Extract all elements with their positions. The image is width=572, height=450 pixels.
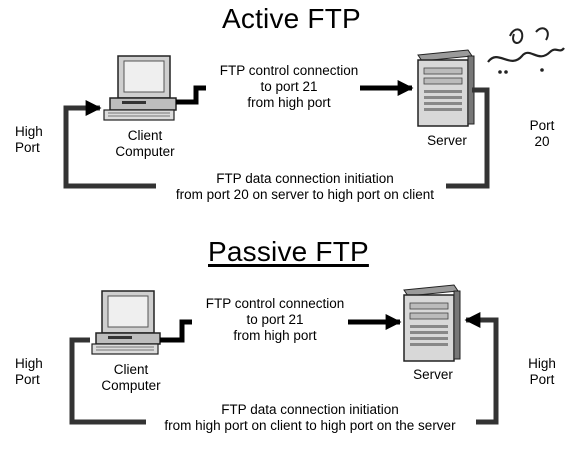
active-data-text: FTP data connection initiation from port…	[175, 171, 435, 202]
active-right-port-label: Port 20	[529, 118, 555, 149]
passive-server-label: Server	[413, 367, 453, 382]
active-left-port-label: High Port	[15, 124, 43, 155]
active-client-label: Client Computer	[115, 128, 175, 159]
active-control-text: FTP control connection to port 21 from h…	[219, 63, 359, 110]
passive-ftp-title: Passive FTP	[208, 236, 369, 267]
passive-server-icon	[403, 284, 461, 362]
active-server-label: Server	[427, 133, 467, 148]
watermark-logo	[487, 27, 565, 74]
passive-control-text: FTP control connection to port 21 from h…	[205, 296, 345, 343]
passive-client-computer-icon	[91, 290, 161, 355]
passive-left-port-label: High Port	[15, 356, 43, 387]
passive-right-port-label: High Port	[528, 356, 556, 387]
passive-data-text: FTP data connection initiation from high…	[164, 402, 456, 433]
passive-client-label: Client Computer	[101, 362, 161, 393]
active-ftp-title: Active FTP	[222, 3, 361, 34]
active-server-icon	[417, 49, 475, 127]
active-client-computer-icon	[103, 55, 177, 121]
